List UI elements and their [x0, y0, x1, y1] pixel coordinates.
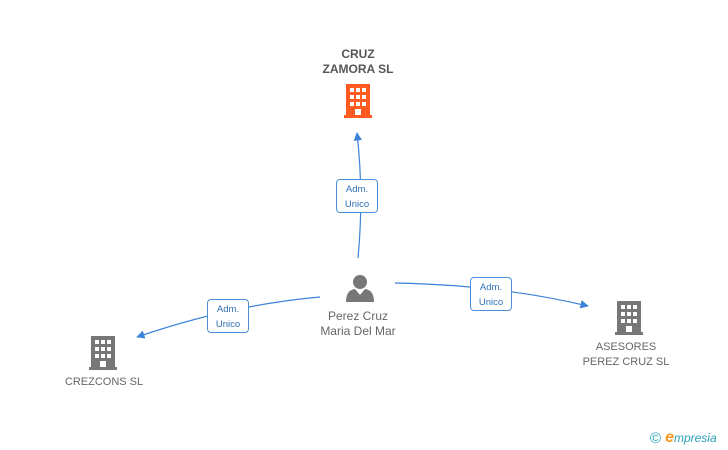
role-badge-company-left: Adm. Unico — [207, 299, 249, 333]
role-badge-line1: Adm. — [216, 304, 240, 315]
person-name-line2: Maria Del Mar — [320, 324, 396, 338]
main-company-name-line1: CRUZ — [341, 47, 375, 61]
copyright-icon: © — [650, 429, 662, 447]
person-label[interactable]: Perez Cruz Maria Del Mar — [296, 309, 420, 339]
brand-logo-initial: e — [665, 429, 674, 446]
role-badge-line2: Unico — [344, 199, 370, 210]
company-right-label[interactable]: ASESORES PEREZ CRUZ SL — [566, 340, 686, 370]
person-icon[interactable] — [346, 275, 374, 302]
company-left-label[interactable]: CREZCONS SL — [44, 375, 164, 390]
main-company-name-line2: ZAMORA SL — [322, 62, 394, 76]
role-badge-main-company: Adm. Unico — [336, 179, 378, 213]
building-icon-company-left[interactable] — [89, 336, 117, 370]
brand-watermark: © e mpresia — [650, 428, 717, 448]
building-icon-company-right[interactable] — [615, 301, 643, 335]
company-right-name-line1: ASESORES — [595, 341, 657, 353]
building-icon-main-company[interactable] — [344, 84, 372, 118]
role-badge-line2: Unico — [478, 297, 504, 308]
role-badge-company-right: Adm. Unico — [470, 277, 512, 311]
role-badge-line1: Adm. — [479, 282, 503, 293]
role-badge-line2: Unico — [215, 319, 241, 330]
role-badge-line1: Adm. — [345, 184, 369, 195]
brand-logo-text: mpresia — [673, 431, 717, 445]
company-right-name-line2: PEREZ CRUZ SL — [582, 356, 670, 368]
main-company-label[interactable]: CRUZ ZAMORA SL — [296, 47, 420, 77]
person-name-line1: Perez Cruz — [327, 309, 389, 323]
company-left-name: CREZCONS SL — [64, 376, 144, 388]
